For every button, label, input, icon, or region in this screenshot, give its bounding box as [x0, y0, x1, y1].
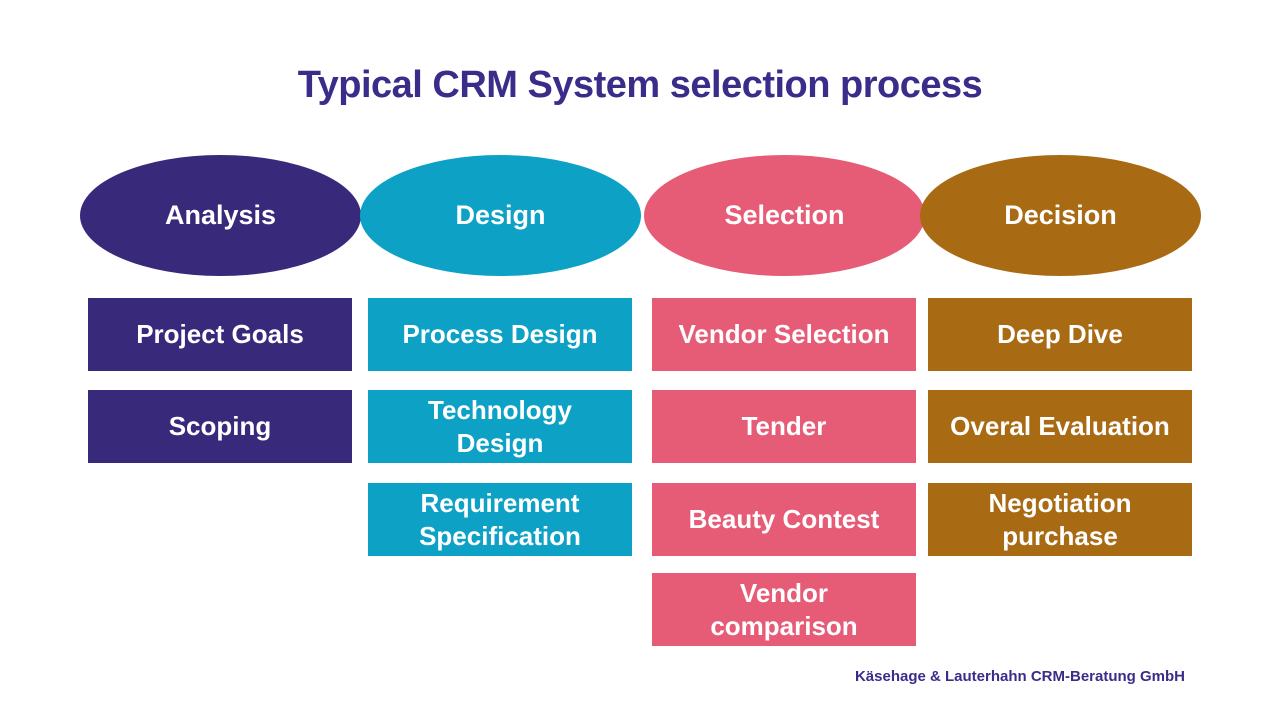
stage-label-selection: Selection: [724, 200, 845, 230]
step-box-overal-evaluation: Overal Evaluation: [928, 390, 1192, 463]
step-label: Process Design: [402, 319, 598, 350]
step-label: Vendor Selection: [678, 319, 890, 350]
page-title: Typical CRM System selection process: [297, 64, 983, 106]
stage-ellipse-analysis: Analysis: [80, 155, 361, 276]
step-box-requirement-specification: Requirement Specification: [368, 483, 632, 556]
step-box-beauty-contest: Beauty Contest: [652, 483, 916, 556]
stage-label-analysis: Analysis: [164, 200, 277, 230]
step-label: Deep Dive: [997, 319, 1123, 350]
step-label: Project Goals: [136, 319, 304, 350]
step-label: Tender: [741, 411, 827, 442]
stage-label-decision: Decision: [1004, 200, 1117, 230]
step-box-scoping: Scoping: [88, 390, 352, 463]
step-box-vendor-comparison: Vendor comparison: [652, 573, 916, 646]
stage-ellipse-selection: Selection: [644, 155, 925, 276]
step-label: Negotiation purchase: [988, 488, 1132, 551]
step-box-negotiation-purchase: Negotiation purchase: [928, 483, 1192, 556]
stage-ellipse-design: Design: [360, 155, 641, 276]
step-label: Beauty Contest: [688, 504, 880, 535]
stage-label-design: Design: [455, 200, 546, 230]
stage-ellipse-decision: Decision: [920, 155, 1201, 276]
step-box-deep-dive: Deep Dive: [928, 298, 1192, 371]
step-box-vendor-selection: Vendor Selection: [652, 298, 916, 371]
step-label: Requirement Specification: [419, 488, 581, 551]
step-box-tender: Tender: [652, 390, 916, 463]
step-label: Scoping: [168, 411, 272, 442]
step-box-technology-design: Technology Design: [368, 390, 632, 463]
step-box-process-design: Process Design: [368, 298, 632, 371]
footer-credit: Käsehage & Lauterhahn CRM-Beratung GmbH: [854, 668, 1185, 685]
step-label: Technology Design: [428, 395, 572, 458]
step-label: Vendor comparison: [710, 578, 858, 641]
step-label: Overal Evaluation: [950, 411, 1170, 442]
step-box-project-goals: Project Goals: [88, 298, 352, 371]
